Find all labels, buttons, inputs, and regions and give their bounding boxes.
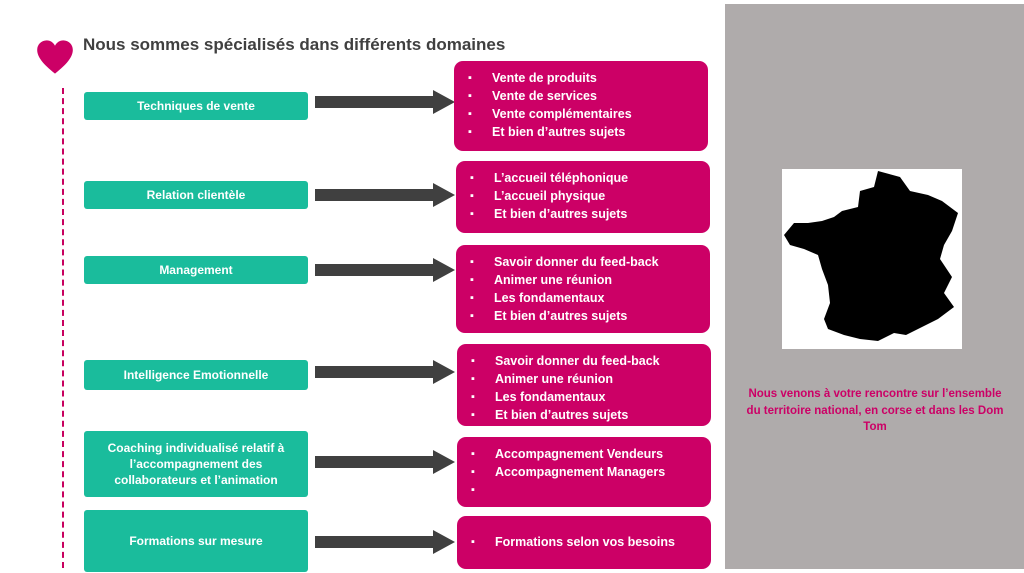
arrow-icon (315, 258, 455, 282)
topic-item: Formations selon vos besoins (471, 533, 699, 551)
arrow-icon (315, 530, 455, 554)
topic-item: Vente de services (468, 87, 696, 105)
arrow-icon (315, 90, 455, 114)
topic-item: Et bien d’autres sujets (470, 307, 698, 325)
domain-topics-box: Savoir donner du feed-back Animer une ré… (456, 245, 710, 333)
domain-topics-box: L’accueil téléphonique L’accueil physiqu… (456, 161, 710, 233)
topic-item: Et bien d’autres sujets (471, 406, 699, 424)
topic-item: Accompagnement Vendeurs (471, 445, 699, 463)
arrow-icon (315, 450, 455, 474)
domain-label-management: Management (84, 256, 308, 284)
arrow-icon (315, 183, 455, 207)
topic-item: L’accueil téléphonique (470, 169, 698, 187)
topic-item (471, 481, 699, 499)
topic-item: Et bien d’autres sujets (468, 123, 696, 141)
domain-label-coaching: Coaching individualisé relatif à l’accom… (84, 431, 308, 497)
topic-item: Les fondamentaux (471, 388, 699, 406)
page-title: Nous sommes spécialisés dans différents … (83, 35, 506, 54)
france-map-icon (784, 171, 958, 341)
topic-item: Accompagnement Managers (471, 463, 699, 481)
domain-topics-box: Savoir donner du feed-back Animer une ré… (457, 344, 711, 426)
topic-item: Vente de produits (468, 69, 696, 87)
topic-item: Animer une réunion (470, 271, 698, 289)
topic-item: Et bien d’autres sujets (470, 205, 698, 223)
topic-item: Savoir donner du feed-back (470, 253, 698, 271)
coverage-text: Nous venons à votre rencontre sur l’ense… (746, 388, 1004, 434)
topic-item: L’accueil physique (470, 187, 698, 205)
domain-label-formations-sur-mesure: Formations sur mesure (84, 510, 308, 572)
domain-label-relation-clientele: Relation clientèle (84, 181, 308, 209)
map-frame (782, 169, 962, 349)
arrow-icon (315, 360, 455, 384)
topic-item: Savoir donner du feed-back (471, 352, 699, 370)
domain-label-intelligence-emotionnelle: Intelligence Emotionnelle (84, 360, 308, 390)
domain-topics-box: Accompagnement Vendeurs Accompagnement M… (457, 437, 711, 507)
domain-topics-box: Formations selon vos besoins (457, 516, 711, 569)
domain-topics-box: Vente de produits Vente de services Vent… (454, 61, 708, 151)
topic-item: Vente complémentaires (468, 105, 696, 123)
topic-item: Les fondamentaux (470, 289, 698, 307)
topic-item: Animer une réunion (471, 370, 699, 388)
dashed-timeline (62, 88, 64, 568)
domain-label-techniques-de-vente: Techniques de vente (84, 92, 308, 120)
heart-icon (37, 40, 73, 74)
